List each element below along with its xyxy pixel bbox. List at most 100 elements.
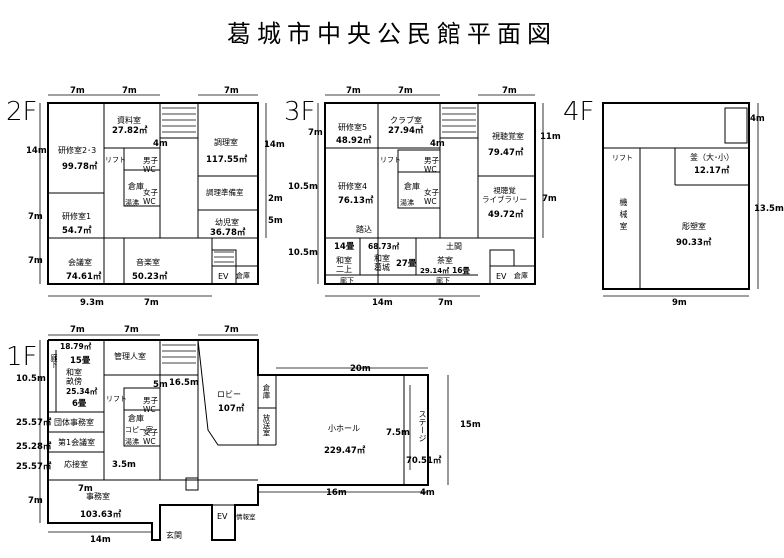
dim-3f-left1: 7m — [308, 128, 323, 138]
area-jimu: 103.63㎡ — [80, 510, 122, 520]
room-soko2-2f: 倉庫 — [236, 272, 250, 280]
room-wcf-3f: 女子 WC — [424, 188, 439, 206]
dim-1f-bot1: 7m — [78, 484, 93, 494]
dim-2f-left1: 14m — [26, 146, 47, 156]
dim-3f-top3: 7m — [502, 86, 517, 96]
dim-3f-top1: 7m — [346, 86, 361, 96]
room-soko-3f: 倉庫 — [404, 182, 420, 191]
dim-3f-bot1: 14m — [372, 298, 393, 308]
area-library: 49.72㎡ — [488, 210, 524, 220]
floor-label-2f: 2F — [6, 97, 38, 127]
room-ongaku: 音楽室 — [136, 258, 160, 267]
room-lobby: ロビー — [217, 390, 241, 399]
room-lift-1f: リフト — [106, 395, 127, 403]
floor-3-outline — [324, 102, 536, 285]
area-yoji: 36.78㎡ — [210, 228, 246, 238]
room-kenshu5: 研修室5 — [338, 123, 368, 132]
room-ev-3f: EV — [496, 272, 507, 281]
dim-4f-bot: 9m — [672, 298, 687, 308]
plan-title: 葛城市中央公民館平面図 — [227, 20, 557, 48]
room-yuto-1f: 湯沸 — [125, 438, 139, 446]
dim-1f-bot3: 16m — [326, 488, 347, 498]
area-chori: 117.55㎡ — [206, 155, 248, 165]
dim-3f-left3: 10.5m — [288, 248, 318, 258]
dim-1f-bot2: 14m — [90, 535, 111, 545]
size-chashitsu: 16畳 — [452, 266, 470, 275]
dim-2f-left2: 7m — [28, 212, 43, 222]
room-joho: 情報室 — [236, 513, 256, 521]
dim-2f-left3: 7m — [28, 256, 43, 266]
room-copy-1f: コピー室 — [125, 426, 153, 434]
room-shichokaku: 視聴覚室 — [492, 132, 524, 141]
size-washitsu-1f: 15畳 — [70, 356, 91, 366]
room-stage: ステージ — [418, 410, 427, 442]
dim-2f-right1: 14m — [264, 140, 285, 150]
room-wcm-3f: 男子 WC — [424, 156, 439, 174]
dim-1f-in3: 3.5m — [112, 460, 136, 470]
room-roka-1f: 廊下 — [50, 354, 58, 368]
dim-1f-in1: 5m — [153, 380, 168, 390]
dim-2f-top2: 7m — [122, 86, 137, 96]
dim-1f-top4: 20m — [350, 364, 371, 374]
room-soko-1f: 倉庫 — [262, 384, 271, 399]
room-yuto-3f: 湯沸 — [400, 199, 414, 207]
size2-washitsu-1f: 6畳 — [72, 399, 87, 409]
area-kenshu5: 48.92㎡ — [336, 136, 372, 146]
dim-3f-right1: 11m — [540, 132, 561, 142]
area-hall: 229.47㎡ — [324, 446, 366, 456]
floor-1-outline — [47, 339, 429, 541]
dim-3f-bot2: 7m — [438, 298, 453, 308]
room-kenshu23: 研修室2･3 — [58, 146, 97, 155]
area-chashitsu: 29.14㎡ — [420, 267, 450, 275]
area-ongaku: 50.23㎡ — [132, 272, 168, 282]
room-washitsu-1f: 和室 畝傍 — [66, 368, 82, 386]
dim-1f-left3: 25.28㎡ — [16, 442, 52, 452]
room-roka-3f: 廊下 — [340, 277, 354, 285]
floor-2-stairs — [162, 107, 234, 263]
room-oseki: 応接室 — [64, 460, 88, 469]
room-yoji: 幼児室 — [215, 218, 239, 227]
size-nijo: 14畳 — [334, 242, 355, 252]
dim-3f-top2: 7m — [398, 86, 413, 96]
area-1f-small: 18.79㎡ — [60, 342, 92, 351]
room-soko2-1f: 倉庫 — [128, 414, 144, 423]
room-junbi-2f: 調理準備室 — [206, 188, 244, 197]
room-chashitsu: 茶室 — [437, 256, 453, 265]
dim-4f-right2: 13.5m — [754, 204, 784, 214]
room-yuto-2f: 湯沸 — [125, 199, 139, 207]
area-kaigi-2f: 74.61㎡ — [66, 272, 102, 282]
dim-3f-left2: 10.5m — [288, 182, 318, 192]
room-dantai: 団体事務室 — [54, 418, 94, 427]
area-club: 27.94㎡ — [388, 126, 424, 136]
dim-3f-right2: 7m — [542, 194, 557, 204]
dim-2f-top3: 7m — [224, 86, 239, 96]
room-ev-2f: EV — [218, 272, 229, 281]
dim-2f-inner: 4m — [153, 139, 168, 149]
area-stage: 70.51㎡ — [406, 456, 442, 466]
room-nijo: 和室 二上 — [336, 256, 352, 274]
dim-2f-right2: 2m — [268, 194, 283, 204]
area-chokoku: 90.33㎡ — [676, 238, 712, 248]
room-kaigi-2f: 会議室 — [68, 258, 92, 267]
dim-1f-left5: 7m — [28, 496, 43, 506]
room-katsuragi: 和室 葛城 — [374, 254, 390, 272]
area-kama: 12.17㎡ — [694, 166, 730, 176]
dim-1f-left2: 25.57㎡ — [16, 418, 52, 428]
dim-2f-bot1: 9.3m — [80, 298, 104, 308]
room-fumikomi: 踏込 — [356, 225, 372, 234]
floor-label-3f: 3F — [284, 97, 316, 127]
dim-1f-left1: 10.5m — [16, 374, 46, 384]
room-lift-4f: リフト — [612, 154, 633, 162]
dim-1f-in4: 7.5m — [386, 428, 410, 438]
room-chokoku: 彫塑室 — [682, 222, 706, 231]
room-chori: 調理室 — [214, 138, 238, 147]
room-wcm-2f: 男子 WC — [143, 156, 158, 174]
dim-2f-top1: 7m — [70, 86, 85, 96]
room-soko2-3f: 倉庫 — [514, 272, 528, 280]
room-wcf-1f: 女子 WC — [143, 428, 158, 446]
dim-1f-bot4: 4m — [420, 488, 435, 498]
area-kenshu23: 99.78㎡ — [62, 162, 98, 172]
dim-2f-right3: 5m — [268, 216, 283, 226]
dim-1f-top3: 7m — [224, 325, 239, 335]
